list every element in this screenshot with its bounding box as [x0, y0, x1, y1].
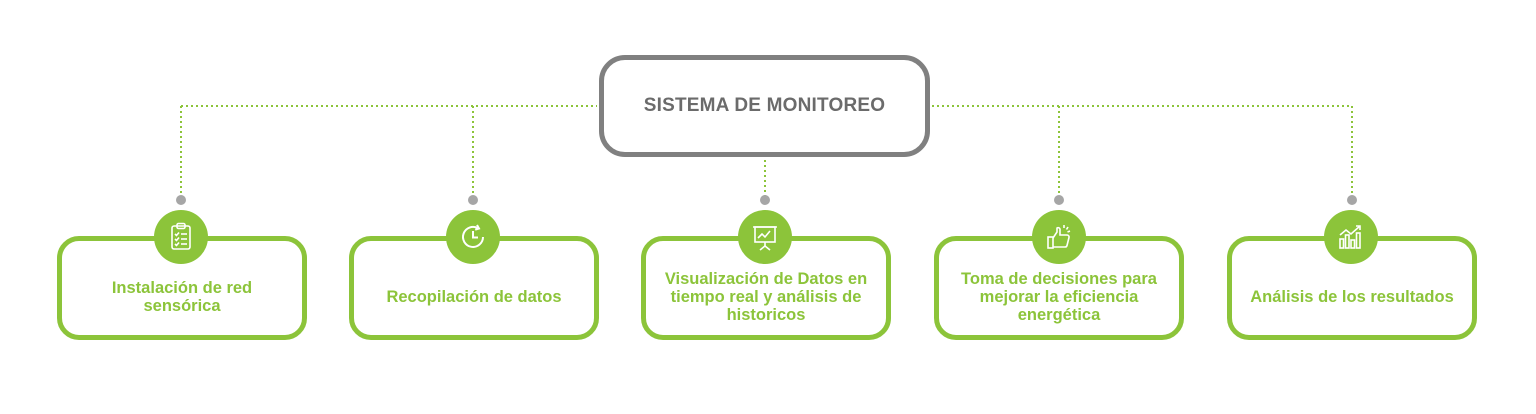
root-node: SISTEMA DE MONITOREO — [599, 55, 930, 157]
connector-dot-4 — [1054, 195, 1064, 205]
clock-cycle-icon — [446, 210, 500, 264]
step-2-label: Recopilación de datos — [386, 288, 562, 306]
connector-dot-1 — [176, 195, 186, 205]
root-title: SISTEMA DE MONITOREO — [643, 95, 886, 116]
clipboard-checklist-icon — [154, 210, 208, 264]
step-5-box: Análisis de los resultados — [1227, 236, 1477, 340]
step-5-label: Análisis de los resultados — [1250, 288, 1454, 306]
step-1-label: Instalación de red sensórica — [111, 279, 253, 315]
step-3-label: Visualización de Datos en tiempo real y … — [664, 270, 868, 324]
connector-dot-3 — [760, 195, 770, 205]
bar-chart-trend-icon — [1324, 210, 1378, 264]
presentation-chart-icon — [738, 210, 792, 264]
connector-dot-5 — [1347, 195, 1357, 205]
connector-dot-2 — [468, 195, 478, 205]
thumbs-up-icon — [1032, 210, 1086, 264]
step-4-label: Toma de decisiones para mejorar la efici… — [961, 270, 1157, 324]
